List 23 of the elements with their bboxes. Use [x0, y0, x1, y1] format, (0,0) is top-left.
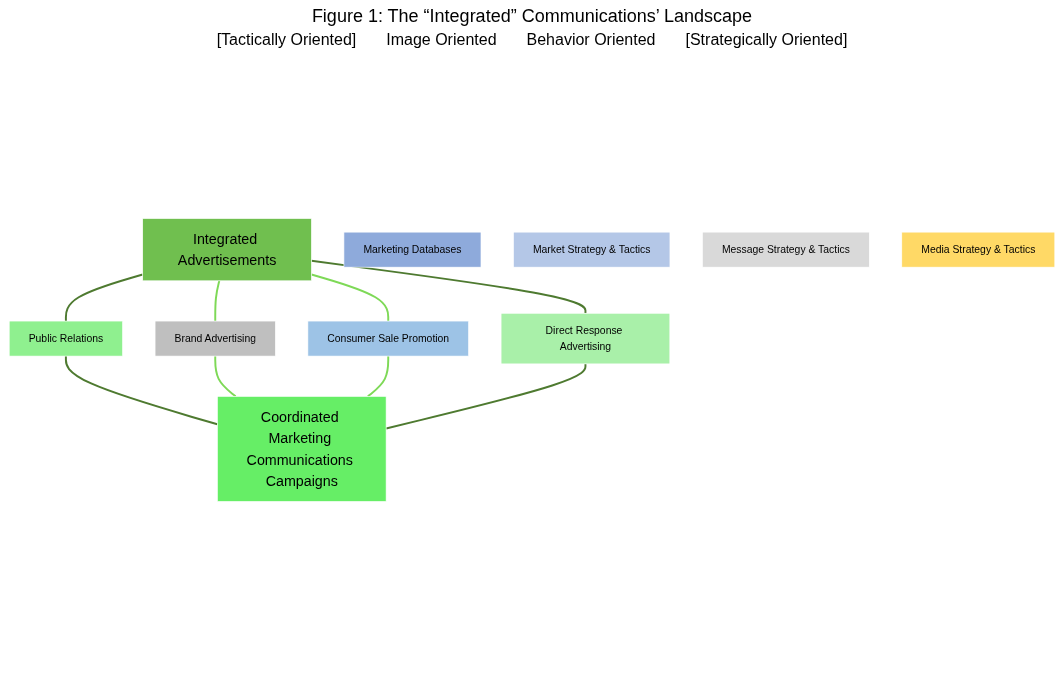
connector — [310, 259, 587, 315]
node-box: Market Strategy & Tactics — [513, 231, 671, 268]
connector — [214, 355, 237, 398]
node-box: Media Strategy & Tactics — [901, 231, 1056, 268]
connector — [385, 362, 587, 430]
node-box: Public Relations — [8, 320, 123, 357]
connector — [310, 273, 390, 323]
note-label: [Tactically Oriented] — [216, 31, 357, 49]
node-box: Integrated Advertisements — [142, 218, 312, 282]
node-box: Marketing Databases — [343, 231, 482, 268]
node-box: Consumer Sale Promotion — [307, 320, 469, 357]
connector — [214, 279, 221, 323]
node-box: Coordinated Marketing Communications Campaigns — [217, 396, 387, 502]
connector — [64, 355, 219, 426]
figure-title: Figure 1: The “Integrated” Communications’ Landscape — [311, 6, 753, 27]
node-box: Brand Advertising — [154, 320, 276, 357]
note-label: Image Oriented — [386, 31, 497, 49]
connector — [366, 355, 390, 398]
connector — [64, 273, 144, 323]
note-label: Behavior Oriented — [526, 31, 656, 49]
note-label: [Strategically Oriented] — [685, 31, 848, 49]
node-box: Message Strategy & Tactics — [702, 231, 870, 268]
node-box: Direct Response Advertising — [500, 312, 671, 365]
